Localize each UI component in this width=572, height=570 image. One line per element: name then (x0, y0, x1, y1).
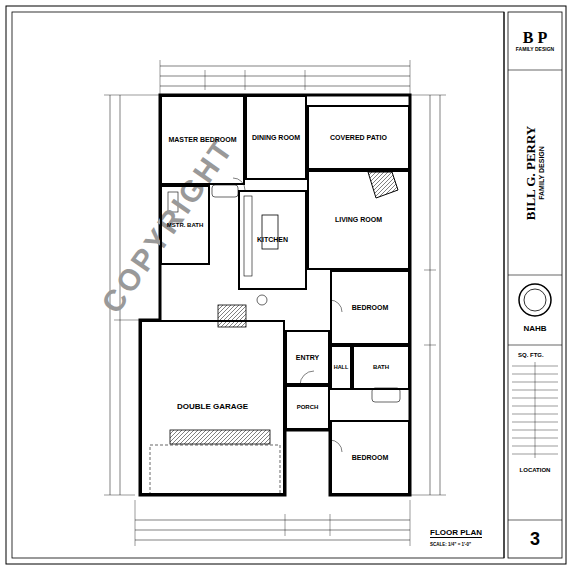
room-label: B P (523, 29, 547, 47)
room-area: MASTER BEDROOM (160, 95, 245, 185)
room-area: DOUBLE GARAGE (140, 320, 285, 495)
room-area: PORCH (285, 385, 330, 430)
title-block-cell: 3 (512, 524, 558, 556)
drawing-title: FLOOR PLAN (430, 528, 482, 538)
room-label: KITCHEN (257, 236, 288, 244)
scale-note: SCALE: 1/4" = 1'-0" (430, 542, 471, 547)
room-area: MSTR. BATH (160, 185, 210, 265)
rotated-title: BILL G. PERRYFAMILY DESIGN (512, 78, 558, 268)
title-block-cell: BILL G. PERRYFAMILY DESIGN (512, 78, 558, 268)
room-label: LIVING ROOM (335, 216, 382, 224)
room-label: BEDROOM (352, 304, 389, 312)
room-label: 3 (530, 530, 540, 550)
room-area: ENTRY (285, 330, 330, 385)
room-area: BATH (352, 345, 410, 390)
room-label: MASTER BEDROOM (168, 136, 236, 144)
room-label: ENTRY (296, 354, 319, 362)
room-area: KITCHEN (238, 190, 307, 290)
room-label: DOUBLE GARAGE (177, 403, 248, 412)
title-block-cell: LOCATION (512, 462, 558, 478)
room-area: HALL (330, 345, 352, 390)
room-label: BILL G. PERRY (524, 126, 538, 221)
table-heading: SQ. FTG. (518, 352, 544, 358)
room-area: BEDROOM (330, 270, 410, 345)
room-label: PORCH (297, 404, 319, 411)
sub-label: FAMILY DESIGN (516, 47, 554, 53)
title-block-cell: NAHB (512, 318, 558, 340)
room-label: BATH (373, 364, 389, 371)
title-block-cell: B PFAMILY DESIGN (512, 16, 558, 66)
room-label: HALL (334, 364, 349, 370)
room-label: NAHB (523, 325, 546, 334)
room-label: DINING ROOM (252, 134, 300, 142)
room-label: COVERED PATIO (330, 134, 387, 142)
room-area: BEDROOM (330, 420, 410, 495)
room-label: MSTR. BATH (167, 222, 204, 229)
room-label: BEDROOM (352, 454, 389, 462)
room-area: COVERED PATIO (307, 105, 410, 170)
room-label: LOCATION (520, 467, 551, 474)
room-area: DINING ROOM (245, 95, 307, 180)
room-area: LIVING ROOM (307, 170, 410, 270)
sub-label: FAMILY DESIGN (538, 146, 546, 200)
